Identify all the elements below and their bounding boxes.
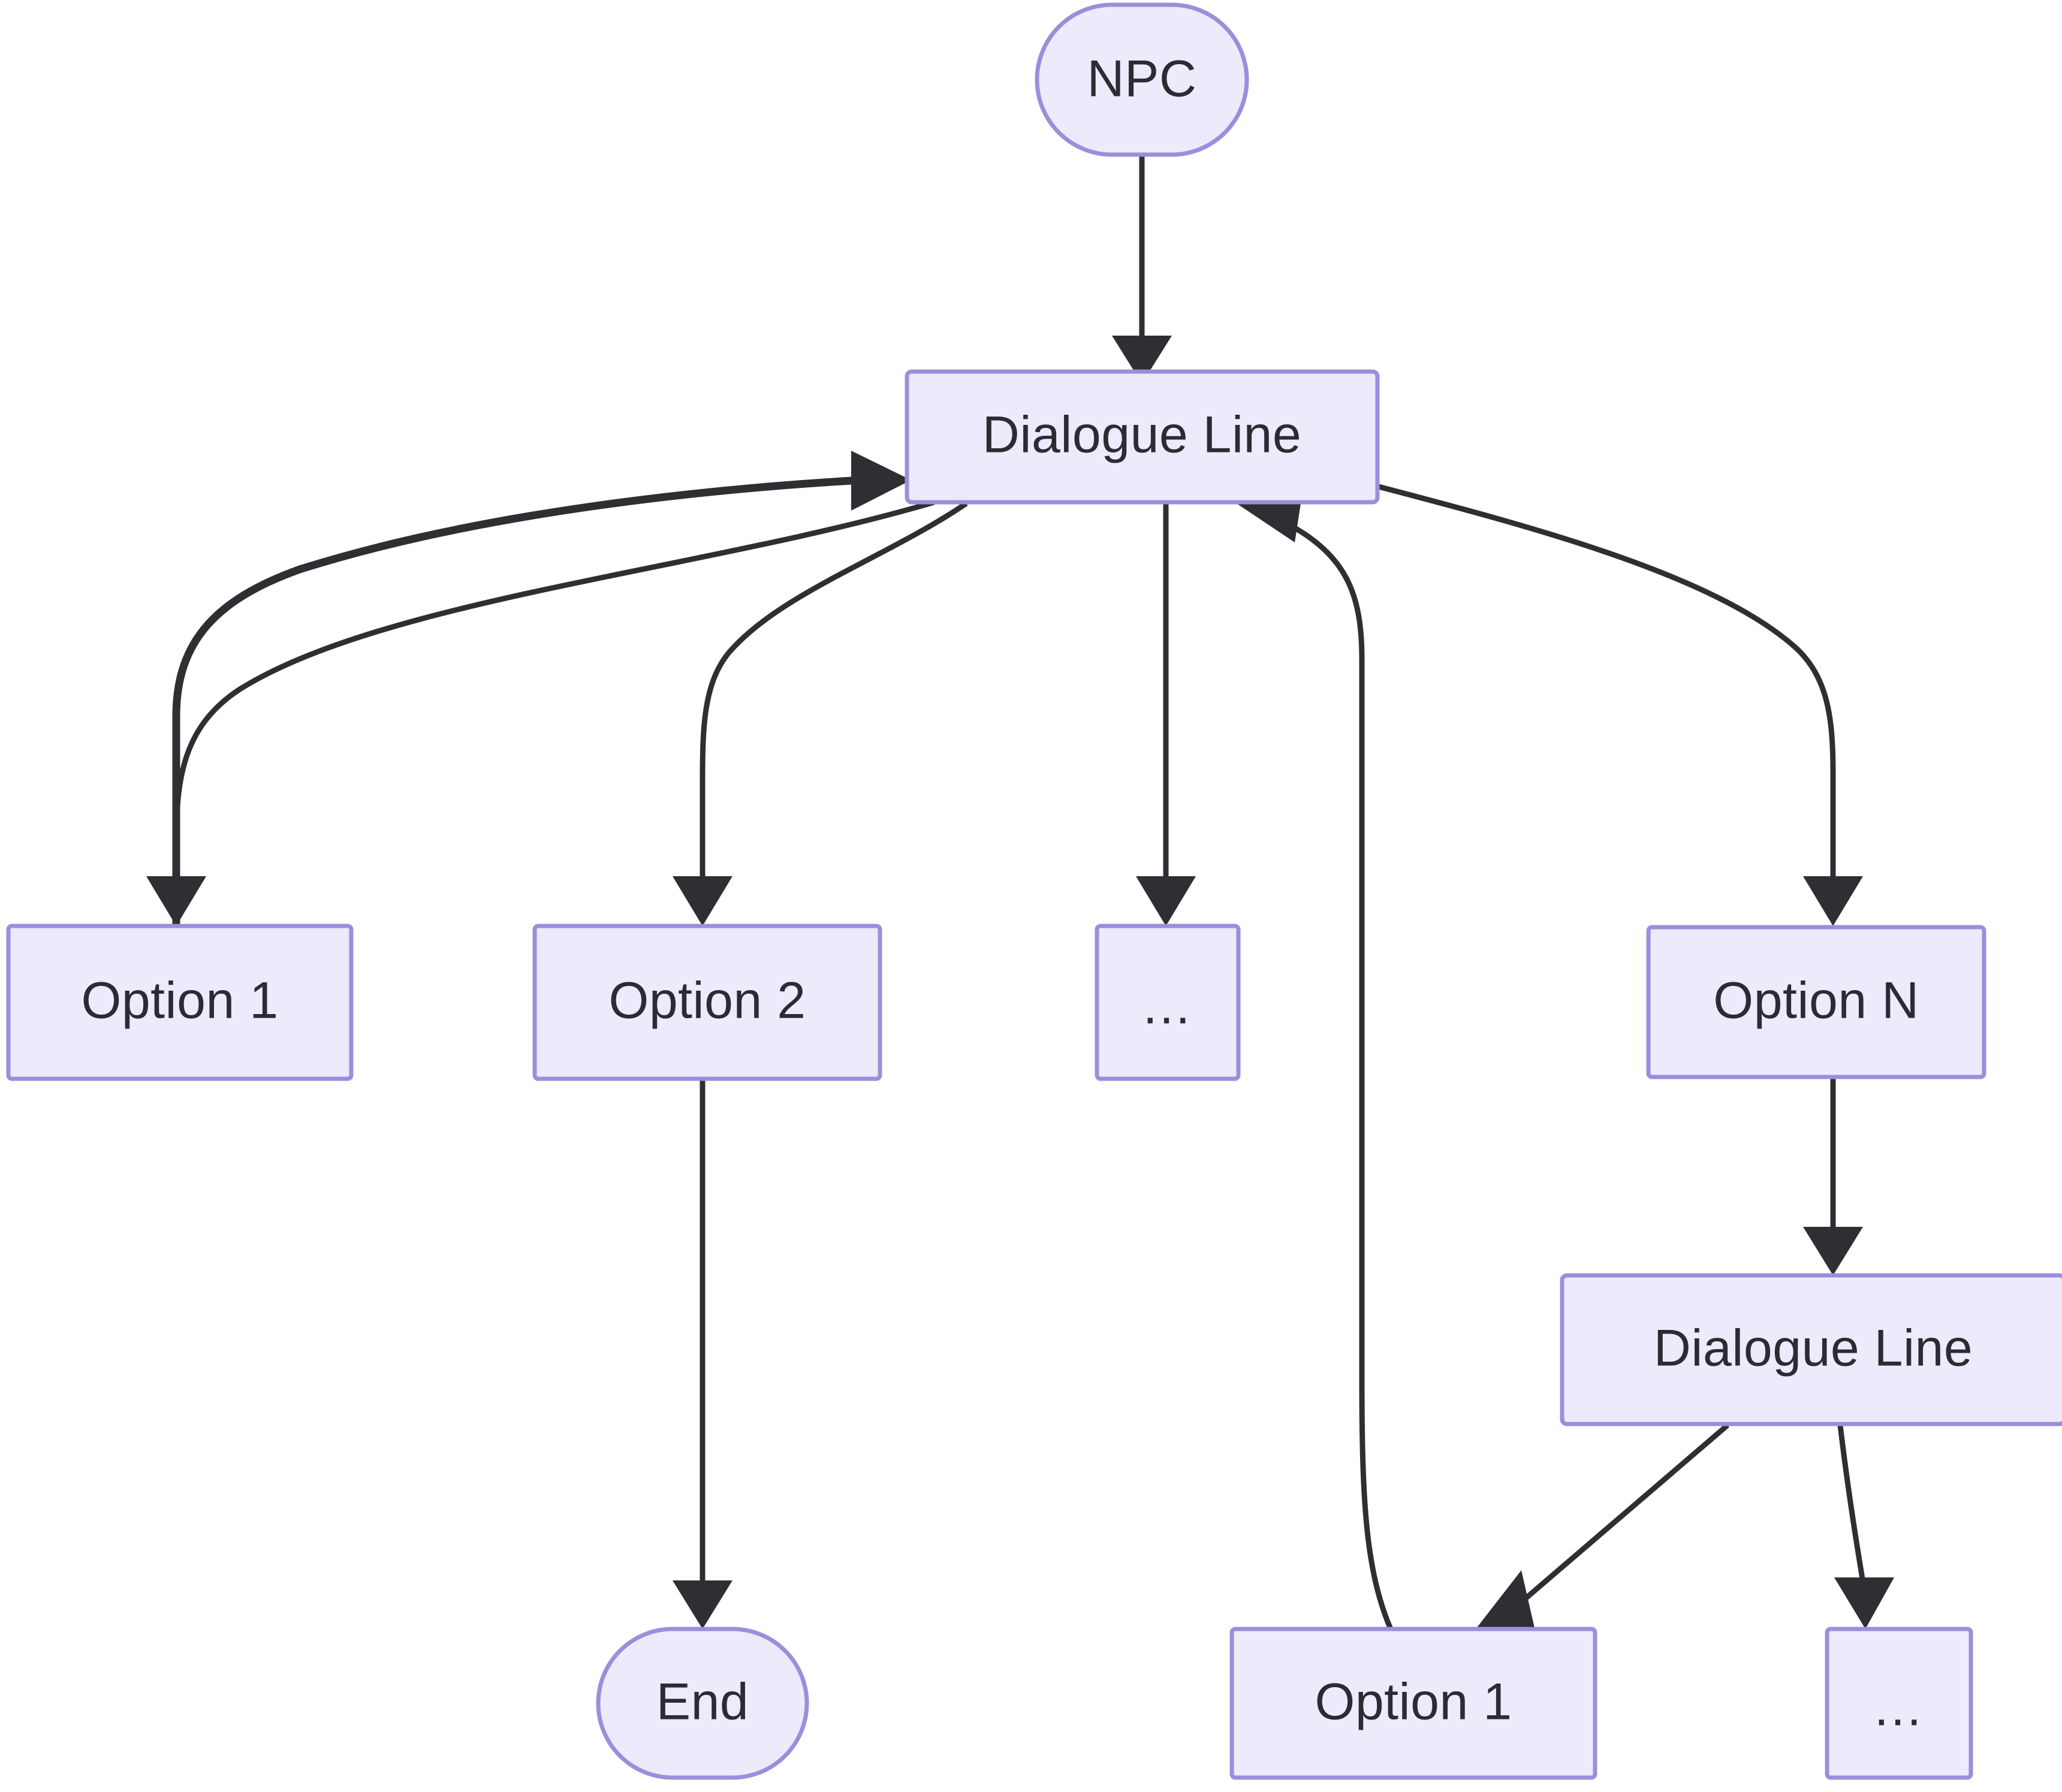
node-option-1-label: Option 1 — [81, 972, 278, 1030]
node-option-n-label: Option N — [1713, 972, 1919, 1030]
node-option-2[interactable]: Option 2 — [532, 924, 882, 1081]
node-dialogue-line-2[interactable]: Dialogue Line — [1560, 1273, 2062, 1426]
node-ellipsis-1[interactable]: … — [1095, 924, 1241, 1081]
edge-npc-to-dialogue-line — [1112, 153, 1172, 384]
node-option-1b[interactable]: Option 1 — [1229, 1627, 1597, 1780]
node-option-n[interactable]: Option N — [1646, 925, 1986, 1079]
edge-dialogue-line-to-option-2 — [673, 501, 968, 926]
node-dialogue-line-1[interactable]: Dialogue Line — [905, 369, 1380, 505]
node-option-2-label: Option 2 — [608, 972, 806, 1030]
edge-option-1-to-dialogue-line — [172, 451, 911, 926]
edge-option-1b-to-dialogue-line — [1235, 484, 1394, 1630]
node-dialogue-line-2-label: Dialogue Line — [1654, 1320, 1973, 1377]
edge-option-2-to-end — [673, 1079, 732, 1629]
node-ellipsis-2-label: … — [1872, 1679, 1926, 1737]
node-end[interactable]: End — [596, 1627, 809, 1780]
node-ellipsis-2[interactable]: … — [1825, 1627, 1973, 1780]
node-ellipsis-1-label: … — [1141, 978, 1195, 1035]
node-npc[interactable]: NPC — [1035, 2, 1249, 157]
node-dialogue-line-1-label: Dialogue Line — [982, 406, 1301, 464]
node-layer: NPC Dialogue Line Option 1 Option 2 … — [6, 2, 2062, 1780]
node-option-1[interactable]: Option 1 — [6, 924, 354, 1081]
node-npc-label: NPC — [1087, 50, 1196, 108]
node-option-1b-label: Option 1 — [1315, 1673, 1512, 1731]
edge-dialogue-line-to-option-n — [1377, 484, 1863, 926]
node-end-label: End — [656, 1673, 749, 1731]
edge-layer — [146, 153, 1894, 1630]
edge-dialogue-line-to-option-1 — [146, 499, 935, 926]
edge-dialogue-line-2-to-option-1b — [1476, 1423, 1729, 1629]
edge-dialogue-line-to-ellipsis — [1136, 503, 1196, 926]
edge-option-n-to-dialogue-line-2 — [1803, 1077, 1863, 1275]
edge-dialogue-line-2-to-ellipsis-2 — [1834, 1425, 1894, 1629]
